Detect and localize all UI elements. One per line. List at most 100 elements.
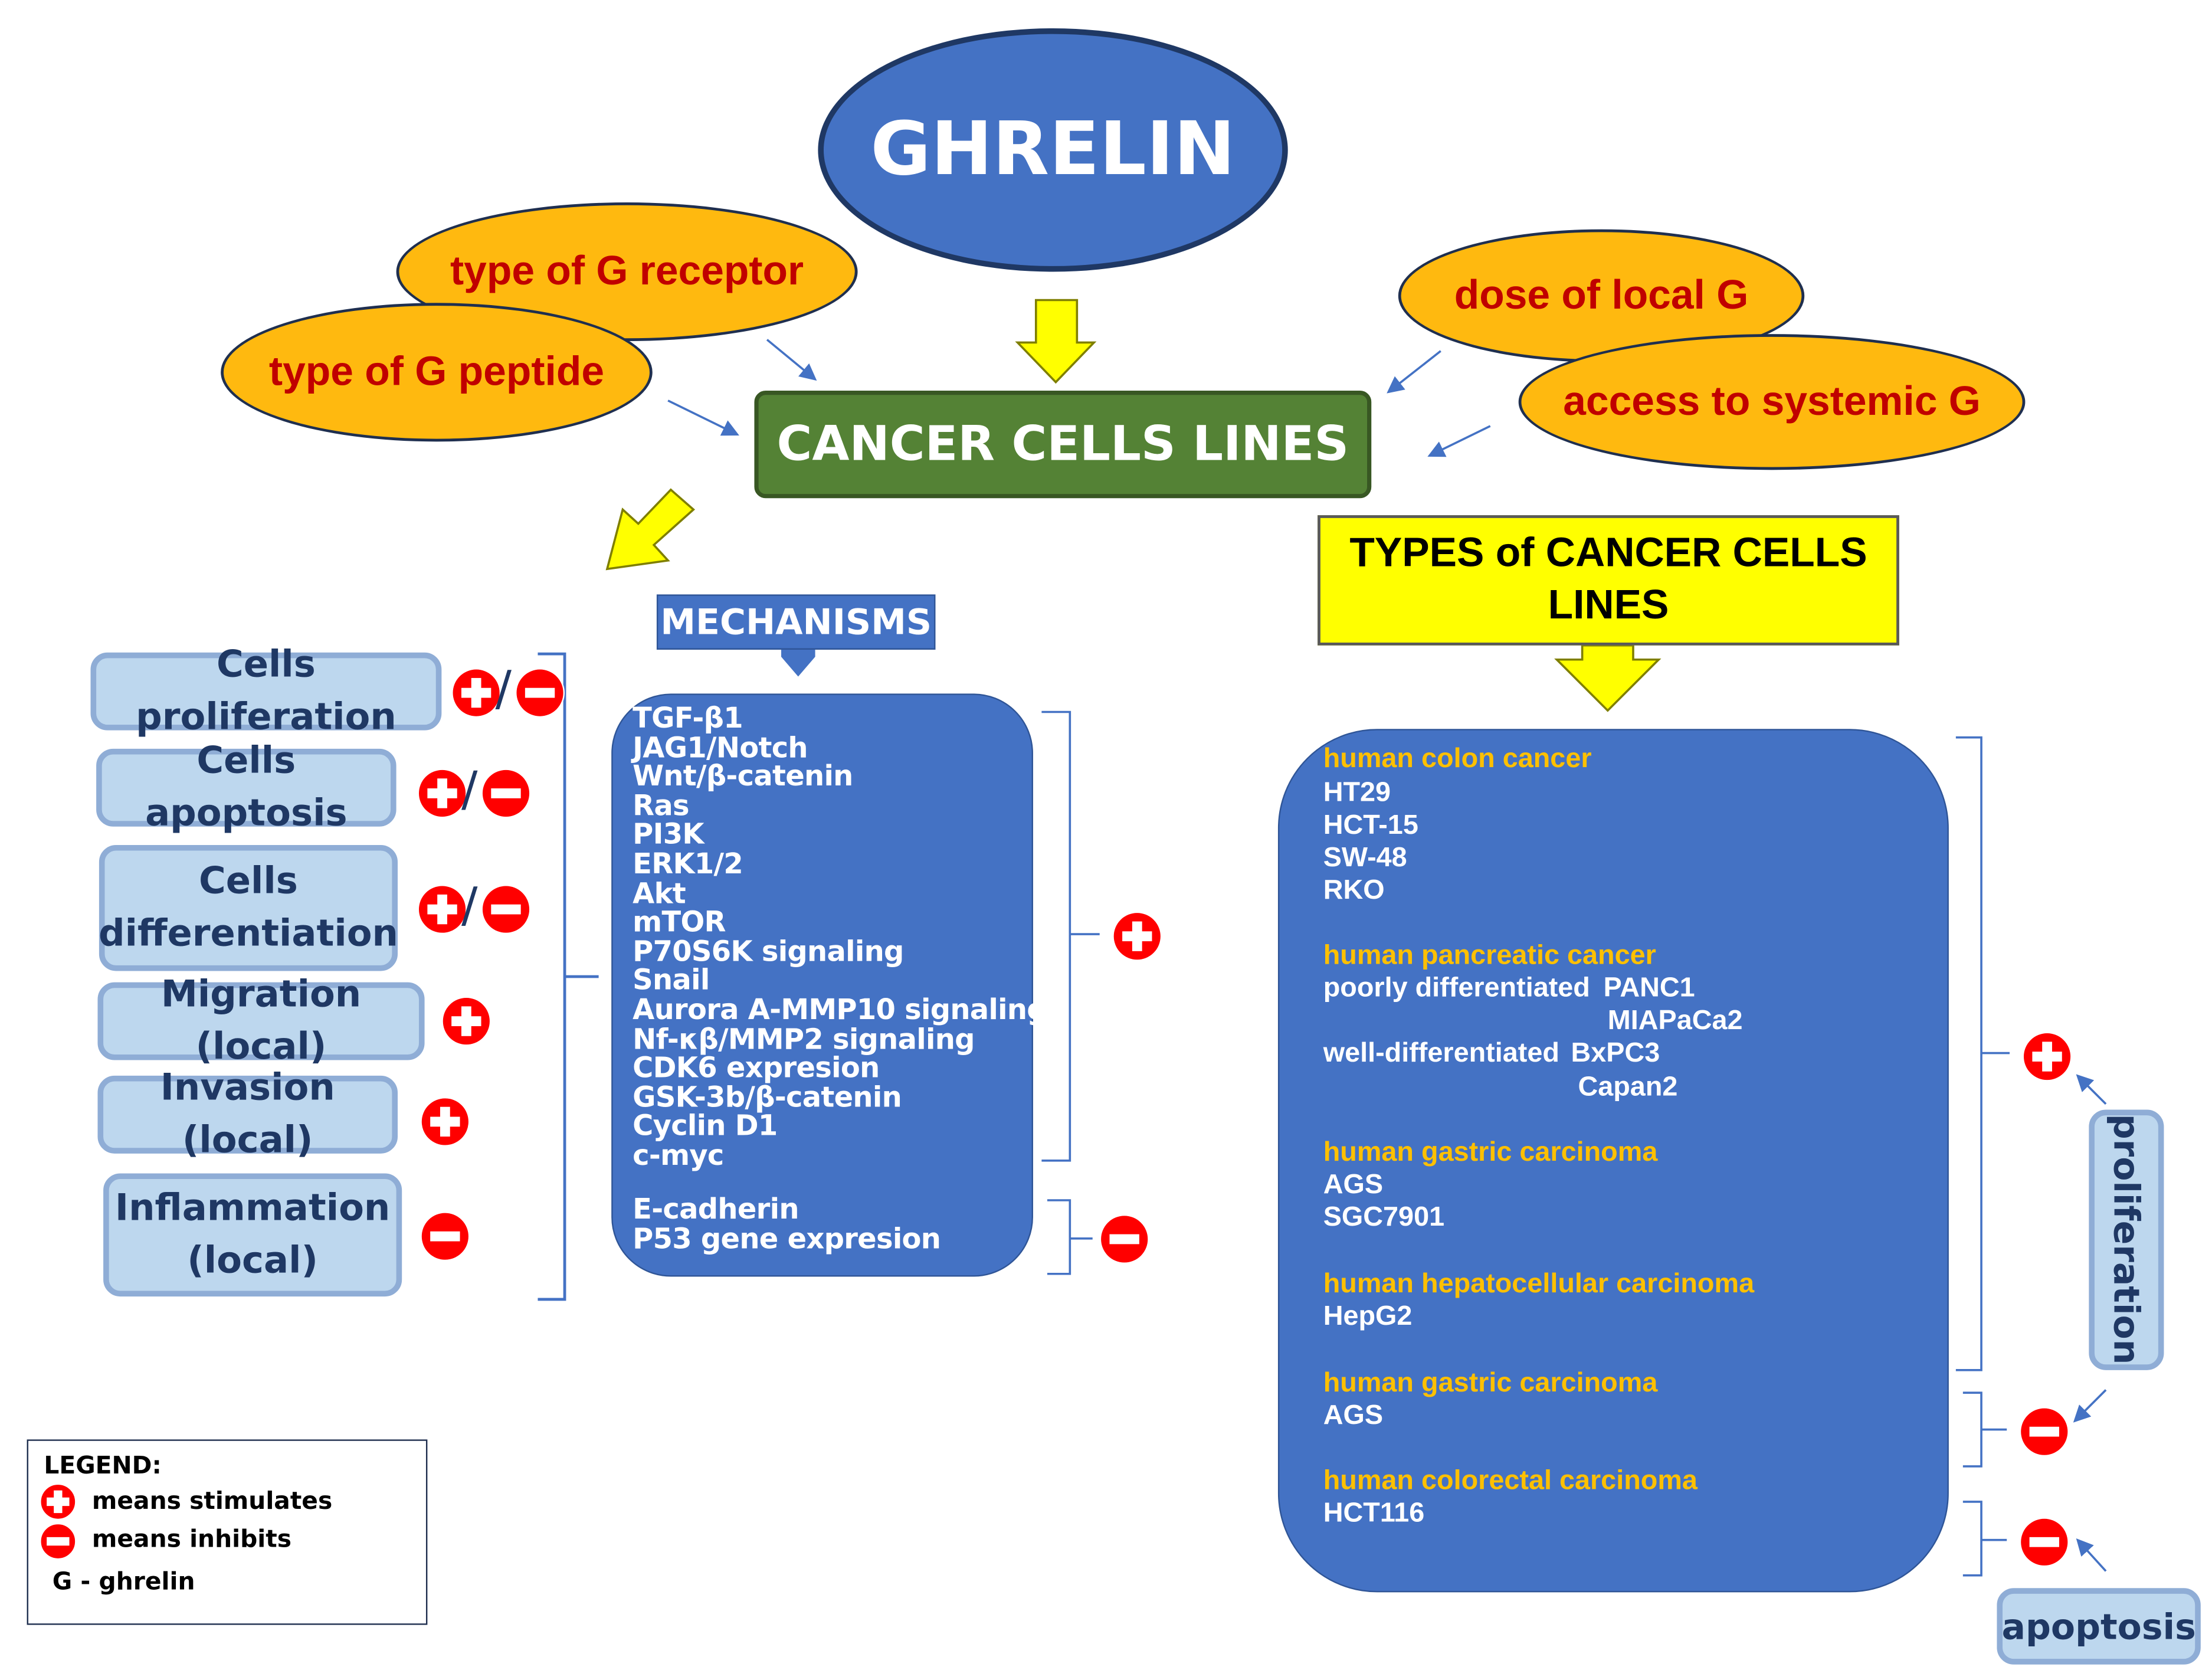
type-heading: human colon cancer xyxy=(1323,743,1592,775)
bracket-mech-plus xyxy=(1041,710,1100,1162)
mechanism-item: CDK6 expresion xyxy=(633,1050,880,1085)
ghrelin-title: GHRELIN xyxy=(870,107,1236,193)
factor-access: access to systemic G xyxy=(1518,334,2026,470)
mechanisms-inhibiting-list: E-cadherin P53 gene expresion xyxy=(633,1191,941,1255)
arrow-receptor xyxy=(766,339,817,381)
cell-line: AGS xyxy=(1323,1169,1384,1201)
mechanism-item: GSK-3b/β-catenin xyxy=(633,1079,902,1114)
proliferation-label: proliferation xyxy=(2106,1114,2147,1365)
factor-peptide: type of G peptide xyxy=(221,303,653,442)
mechanism-item: Wnt/β-catenin xyxy=(633,759,853,793)
yellow-arrow-down xyxy=(1015,299,1097,384)
minus-icon xyxy=(2019,1517,2069,1567)
effect-label: Migration (local) xyxy=(160,973,362,1068)
mechanism-item: ERK1/2 xyxy=(633,846,743,880)
cell-line: HCT116 xyxy=(1323,1497,1425,1529)
plus-icon xyxy=(417,768,467,818)
type-heading: human gastric carcinoma xyxy=(1323,1367,1658,1399)
cancer-cells-lines-box: CANCER CELLS LINES xyxy=(754,391,1372,499)
cell-line: MIAPaCa2 xyxy=(1607,1005,1743,1036)
mechanism-item: mTOR xyxy=(633,905,726,939)
mechanism-item: Akt xyxy=(633,875,686,910)
plus-icon xyxy=(40,1483,77,1521)
arrow-apop-minus xyxy=(2076,1538,2107,1572)
effect-migration: Migration (local) xyxy=(97,973,425,1068)
cell-line: AGS xyxy=(1323,1400,1384,1431)
apoptosis-label: apoptosis xyxy=(2001,1606,2196,1647)
mechanism-item: Cyclin D1 xyxy=(633,1108,778,1143)
cell-line: HT29 xyxy=(1323,777,1391,808)
mechanism-item: TGF-β1 xyxy=(633,700,743,735)
minus-icon xyxy=(1099,1214,1149,1264)
cell-line: HepG2 xyxy=(1323,1301,1413,1332)
mechanism-item: c-myc xyxy=(633,1138,724,1172)
plus-icon xyxy=(420,1096,470,1147)
cell-line: HCT-15 xyxy=(1323,809,1418,841)
legend-box: LEGEND: means stimulates means inhibits … xyxy=(27,1439,428,1625)
plus-icon xyxy=(417,885,467,935)
mechanism-item: P70S6K signaling xyxy=(633,934,904,968)
types-label: TYPES of CANCER CELLS LINES xyxy=(1318,515,1899,646)
bracket-types-minus1 xyxy=(1962,1391,2007,1468)
cancer-cells-lines-label: CANCER CELLS LINES xyxy=(776,416,1349,473)
effect-invasion: Invasion (local) xyxy=(97,1066,398,1161)
mechanism-item: Aurora A-MMP10 signaling xyxy=(633,992,1047,1026)
legend-inhibits: means inhibits xyxy=(91,1525,292,1554)
mechanisms-stimulating-list: TGF-β1 JAG1/Notch Wnt/β-catenin Ras PI3K… xyxy=(633,703,1047,1170)
minus-icon xyxy=(40,1522,77,1560)
bracket-types-minus2 xyxy=(1962,1501,2007,1577)
cell-line: Capan2 xyxy=(1578,1071,1678,1103)
mechanism-item: PI3K xyxy=(633,817,704,852)
slash-icon: / xyxy=(461,877,478,935)
type-heading: human colorectal carcinoma xyxy=(1323,1465,1697,1496)
factor-dose-label: dose of local G xyxy=(1454,272,1749,318)
cell-line-group-label: poorly differentiated xyxy=(1323,972,1590,1004)
effect-label: Cells differentiation xyxy=(98,860,398,955)
proliferation-label-box: proliferation xyxy=(2089,1109,2164,1370)
cell-types-box: human colon cancer HT29 HCT-15 SW-48 RKO… xyxy=(1277,729,1949,1593)
cell-line-group-label: well-differentiated xyxy=(1323,1037,1559,1069)
mechanism-item: E-cadherin xyxy=(633,1191,799,1226)
cell-line: BxPC3 xyxy=(1571,1037,1660,1069)
mechanism-item: Snail xyxy=(633,962,710,997)
minus-icon xyxy=(515,668,565,718)
legend-stimulates: means stimulates xyxy=(91,1487,333,1516)
effect-inflammation: Inflammation (local) xyxy=(103,1173,402,1297)
type-heading: human pancreatic cancer xyxy=(1323,939,1656,971)
bracket-mech-minus xyxy=(1047,1199,1093,1275)
minus-icon xyxy=(2019,1407,2069,1457)
mechanism-item: Nf-κβ/MMP2 signaling xyxy=(633,1021,975,1056)
yellow-arrow-diagonal xyxy=(605,488,696,571)
mechanisms-pointer xyxy=(781,649,815,677)
apoptosis-label-box: apoptosis xyxy=(1997,1588,2201,1665)
plus-icon xyxy=(451,668,502,718)
mechanism-item: JAG1/Notch xyxy=(633,729,808,764)
types-text: TYPES of CANCER CELLS LINES xyxy=(1349,530,1867,628)
plus-icon xyxy=(2022,1031,2072,1082)
plus-icon xyxy=(1112,911,1162,961)
mechanisms-box: TGF-β1 JAG1/Notch Wnt/β-catenin Ras PI3K… xyxy=(611,693,1047,1277)
bracket-effects xyxy=(538,652,599,1301)
effect-label: Cells proliferation xyxy=(136,643,396,738)
mechanism-item: P53 gene expresion xyxy=(633,1221,941,1255)
effect-label: Invasion (local) xyxy=(160,1066,335,1162)
minus-icon xyxy=(420,1211,470,1262)
cell-line: SGC7901 xyxy=(1323,1201,1445,1233)
type-heading: human hepatocellular carcinoma xyxy=(1323,1268,1755,1299)
effect-label: Cells apoptosis xyxy=(145,739,348,834)
arrow-peptide xyxy=(667,399,739,436)
arrow-dose xyxy=(1387,350,1441,394)
factor-access-label: access to systemic G xyxy=(1563,378,1981,424)
mechanism-item: Ras xyxy=(633,788,689,823)
yellow-arrow-types xyxy=(1554,644,1662,712)
slash-icon: / xyxy=(495,661,512,718)
ghrelin-node: GHRELIN xyxy=(818,28,1288,272)
mechanisms-text: MECHANISMS xyxy=(660,601,932,643)
cell-line: RKO xyxy=(1323,875,1385,906)
effect-apoptosis: Cells apoptosis xyxy=(96,739,396,834)
legend-g: G - ghrelin xyxy=(52,1568,195,1597)
bracket-types-plus xyxy=(1955,736,2010,1371)
cell-line: PANC1 xyxy=(1603,972,1695,1004)
legend-title: LEGEND: xyxy=(44,1452,162,1481)
